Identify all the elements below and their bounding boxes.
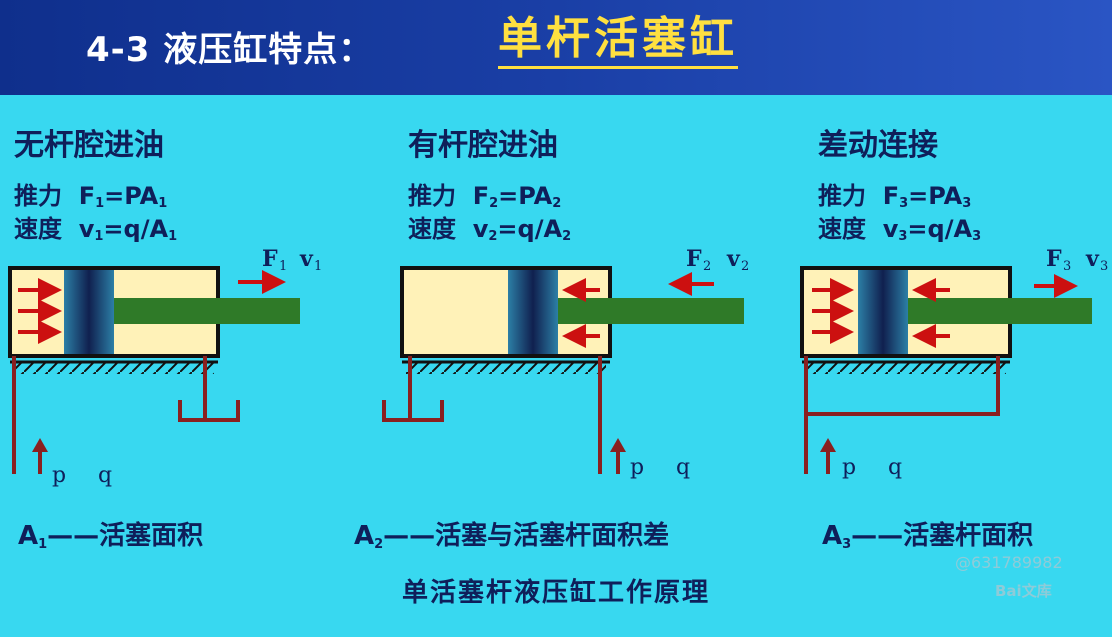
- thrust-subscript: 2: [489, 196, 499, 211]
- watermark-id: @631789982: [955, 553, 1063, 572]
- ground-hatch: [406, 362, 606, 374]
- thrust-subscript: 3: [899, 196, 909, 211]
- speed-expression-subscript: 3: [972, 229, 982, 244]
- speed-formula-2: 速度 v2=q/A2: [408, 213, 571, 250]
- thrust-subscript: 1: [95, 196, 105, 211]
- velocity-symbol: v: [726, 246, 741, 272]
- flow-arrow-head: [32, 438, 48, 452]
- speed-formula-3: 速度 v3=q/A3: [818, 213, 981, 250]
- thrust-symbol: F: [78, 182, 96, 210]
- heading-rodless-chamber: 无杆腔进油: [14, 128, 164, 163]
- speed-expression-subscript: 2: [562, 229, 572, 244]
- caption-2: A2——活塞与活塞杆面积差: [354, 515, 669, 552]
- area-description: ——活塞面积: [47, 521, 204, 551]
- area-description: ——活塞杆面积: [851, 521, 1034, 551]
- tank-drain: [178, 356, 240, 422]
- thrust-symbol: F: [882, 182, 900, 210]
- speed-expression: =q/A: [907, 215, 973, 243]
- differential-line: [804, 356, 1000, 474]
- force-subscript: 3: [1063, 259, 1071, 274]
- area-symbol: A: [354, 521, 375, 551]
- area-subscript: 2: [374, 537, 384, 552]
- thrust-formula-3: 推力 F3=PA3: [818, 180, 971, 217]
- thrust-label: 推力: [818, 182, 866, 210]
- watermark-logo: Bai文库: [995, 582, 1052, 600]
- heading-differential: 差动连接: [818, 128, 938, 163]
- thrust-expression: =PA: [104, 182, 159, 210]
- velocity-subscript: 3: [1100, 259, 1108, 274]
- thrust-symbol: F: [472, 182, 490, 210]
- force-subscript: 2: [703, 259, 711, 274]
- piston: [64, 270, 114, 354]
- heading-rod-chamber: 有杆腔进油: [408, 128, 558, 163]
- ground-hatch: [14, 362, 214, 374]
- pressure-arrows: [562, 278, 600, 348]
- speed-formula-1: 速度 v1=q/A1: [14, 213, 177, 250]
- flow-label: q: [98, 463, 112, 488]
- section-number: 4-3 液压缸特点：: [86, 30, 374, 70]
- pressure-label: p: [630, 455, 644, 480]
- tank-drain: [382, 356, 444, 422]
- flow-arrow-head: [610, 438, 626, 452]
- thrust-label: 推力: [14, 182, 62, 210]
- velocity-subscript: 2: [741, 259, 749, 274]
- piston-rod: [906, 298, 1092, 324]
- piston: [508, 270, 558, 354]
- area-symbol: A: [822, 521, 843, 551]
- area-subscript: 1: [38, 537, 48, 552]
- caption-1: A1——活塞面积: [18, 515, 203, 552]
- area-symbol: A: [18, 521, 39, 551]
- thrust-label: 推力: [408, 182, 456, 210]
- speed-expression: =q/A: [497, 215, 563, 243]
- piston: [858, 270, 908, 354]
- velocity-symbol: v: [299, 246, 314, 272]
- speed-label: 速度: [818, 215, 866, 243]
- area-subscript: 3: [842, 537, 852, 552]
- speed-symbol: v: [882, 215, 899, 243]
- force-subscript: 1: [279, 259, 287, 274]
- figure-caption: 单活塞杆液压缸工作原理: [401, 578, 710, 608]
- pressure-arrows: [18, 278, 62, 344]
- cylinder-1: p q F 1 v 1: [8, 246, 322, 488]
- cylinder-3: p q F 3 v 3: [800, 246, 1108, 480]
- speed-label: 速度: [408, 215, 456, 243]
- pressure-label: p: [52, 463, 66, 488]
- flow-label: q: [676, 455, 690, 480]
- speed-expression: =q/A: [103, 215, 169, 243]
- pressure-label: p: [842, 455, 856, 480]
- ground-hatch: [806, 362, 1006, 374]
- caption-3: A3——活塞杆面积: [822, 515, 1033, 552]
- force-symbol: F: [1046, 246, 1062, 272]
- force-symbol: F: [262, 246, 278, 272]
- speed-subscript: 2: [488, 229, 498, 244]
- speed-symbol: v: [472, 215, 489, 243]
- flow-arrow-head: [820, 438, 836, 452]
- pressure-arrows-right: [912, 278, 950, 348]
- cylinder-2: p q F 2 v 2: [382, 246, 749, 480]
- thrust-expression: =PA: [498, 182, 553, 210]
- speed-symbol: v: [78, 215, 95, 243]
- velocity-subscript: 1: [314, 259, 322, 274]
- thrust-formula-1: 推力 F1=PA1: [14, 180, 167, 217]
- velocity-symbol: v: [1085, 246, 1100, 272]
- speed-expression-subscript: 1: [168, 229, 178, 244]
- piston-rod: [556, 298, 744, 324]
- speed-subscript: 1: [94, 229, 104, 244]
- thrust-expression-subscript: 1: [158, 196, 168, 211]
- page-title: 单杆活塞缸: [498, 14, 738, 69]
- pressure-arrows-left: [812, 278, 854, 344]
- thrust-expression: =PA: [908, 182, 963, 210]
- speed-subscript: 3: [898, 229, 908, 244]
- force-symbol: F: [686, 246, 702, 272]
- speed-label: 速度: [14, 215, 62, 243]
- title-bar: 4-3 液压缸特点： 单杆活塞缸: [0, 0, 1112, 95]
- thrust-expression-subscript: 2: [552, 196, 562, 211]
- flow-label: q: [888, 455, 902, 480]
- thrust-formula-2: 推力 F2=PA2: [408, 180, 561, 217]
- thrust-expression-subscript: 3: [962, 196, 972, 211]
- area-description: ——活塞与活塞杆面积差: [383, 521, 670, 551]
- piston-rod: [112, 298, 300, 324]
